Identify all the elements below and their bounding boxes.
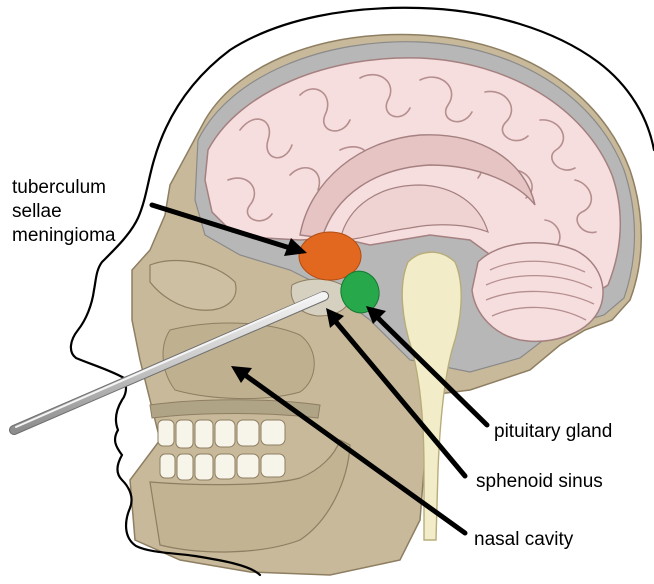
tumor-label-line-1: tuberculum [12,176,116,200]
upper-teeth [158,420,285,448]
lower-teeth [160,454,285,480]
tumor-label-line-3: meningioma [12,224,116,248]
pituitary-label: pituitary gland [494,420,612,444]
tumor-label-line-2: sellae [12,200,116,224]
tumor-label: tuberculum sellae meningioma [12,176,116,248]
sphenoid-label: sphenoid sinus [476,470,603,494]
nasal-label: nasal cavity [474,528,573,552]
